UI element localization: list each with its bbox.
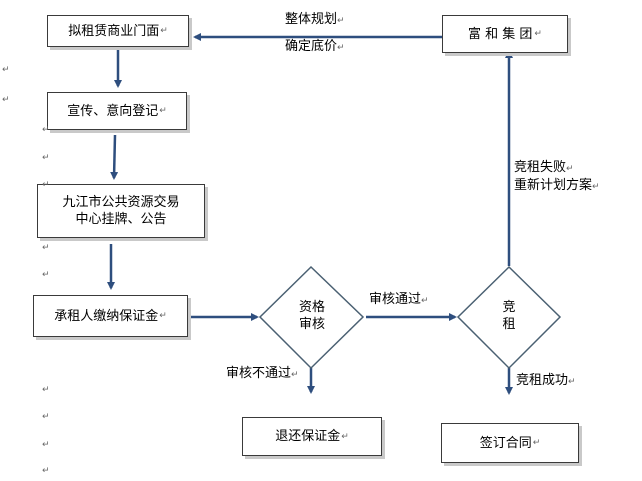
return-mark-6: ↵ [42,243,50,253]
return-mark-8: ↵ [42,385,50,395]
return-mark-3: ↵ [42,125,50,135]
bid-text: 竞 租 [494,299,524,333]
qualification-diamond [258,265,365,370]
pass-label: 审核通过↵ [369,292,429,307]
rent-plan-text: 拟租赁商业门面 [68,23,160,39]
return-mark-9: ↵ [42,412,50,422]
group-box: 富 和 集 团↵ [442,15,568,53]
fail-label-line1: 竞租失败↵ [514,160,574,175]
publicity-text: 宣传、意向登记 [67,103,159,119]
listing-box: 九江市公共资源交易 中心挂牌、公告 [37,184,205,238]
listing-text-line1: 九江市公共资源交易 [62,195,180,210]
contract-text: 签订合同 [479,435,532,451]
rent-plan-box: 拟租赁商业门面↵ [47,15,189,47]
deposit-text: 承租人缴纳保证金 [54,308,159,324]
plan-label-line2: 确定底价↵ [285,39,345,54]
refund-box: 退还保证金↵ [242,417,382,456]
bid-diamond [456,265,562,370]
group-text: 富 和 集 团 [468,26,533,42]
publicity-box: 宣传、意向登记↵ [47,92,187,130]
success-label: 竞租成功↵ [516,373,576,388]
bid-text-line2: 租 [502,317,516,332]
qualification-text-line1: 资格 [298,300,325,315]
arrow-publicity-to-listing [110,134,119,180]
contract-box: 签订合同↵ [441,423,579,463]
return-mark-1: ↵ [2,65,10,75]
return-mark-5: ↵ [42,180,50,190]
fail-label-line2: 重新计划方案↵ [514,178,600,193]
return-mark-10: ↵ [42,440,50,450]
deposit-box: 承租人缴纳保证金↵ [33,295,188,337]
return-mark-11: ↵ [42,466,50,476]
not-pass-label: 审核不通过↵ [226,366,299,381]
refund-text: 退还保证金 [275,429,341,444]
qualification-text-line2: 审核 [298,317,325,332]
bid-text-line1: 竞 [502,300,516,315]
return-mark-7: ↵ [42,270,50,280]
listing-text-line2: 中心挂牌、公告 [75,212,167,227]
return-mark-2: ↵ [2,95,10,105]
qualification-text: 资格 审核 [287,299,337,333]
return-mark-4: ↵ [42,153,50,163]
plan-label-line1: 整体规划↵ [285,12,345,27]
